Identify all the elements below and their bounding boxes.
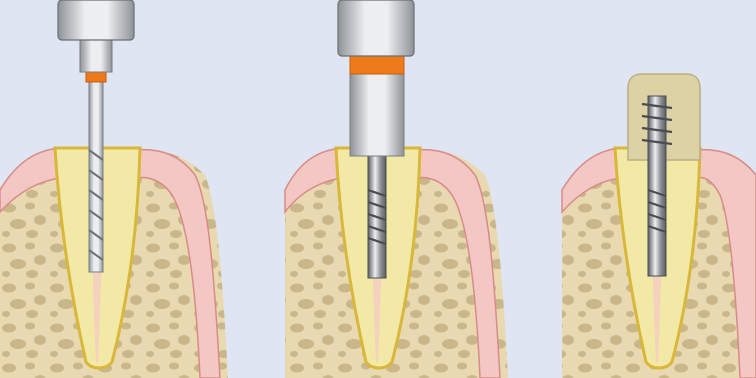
twist-drill xyxy=(89,82,103,272)
handpiece-chuck xyxy=(58,0,134,40)
handpiece-shank xyxy=(80,40,112,72)
threaded-post xyxy=(648,96,666,276)
post-driver-sleeve xyxy=(350,74,404,156)
handpiece-chuck xyxy=(338,0,414,56)
orange-depth-band xyxy=(350,56,404,74)
orange-depth-band xyxy=(86,72,106,82)
